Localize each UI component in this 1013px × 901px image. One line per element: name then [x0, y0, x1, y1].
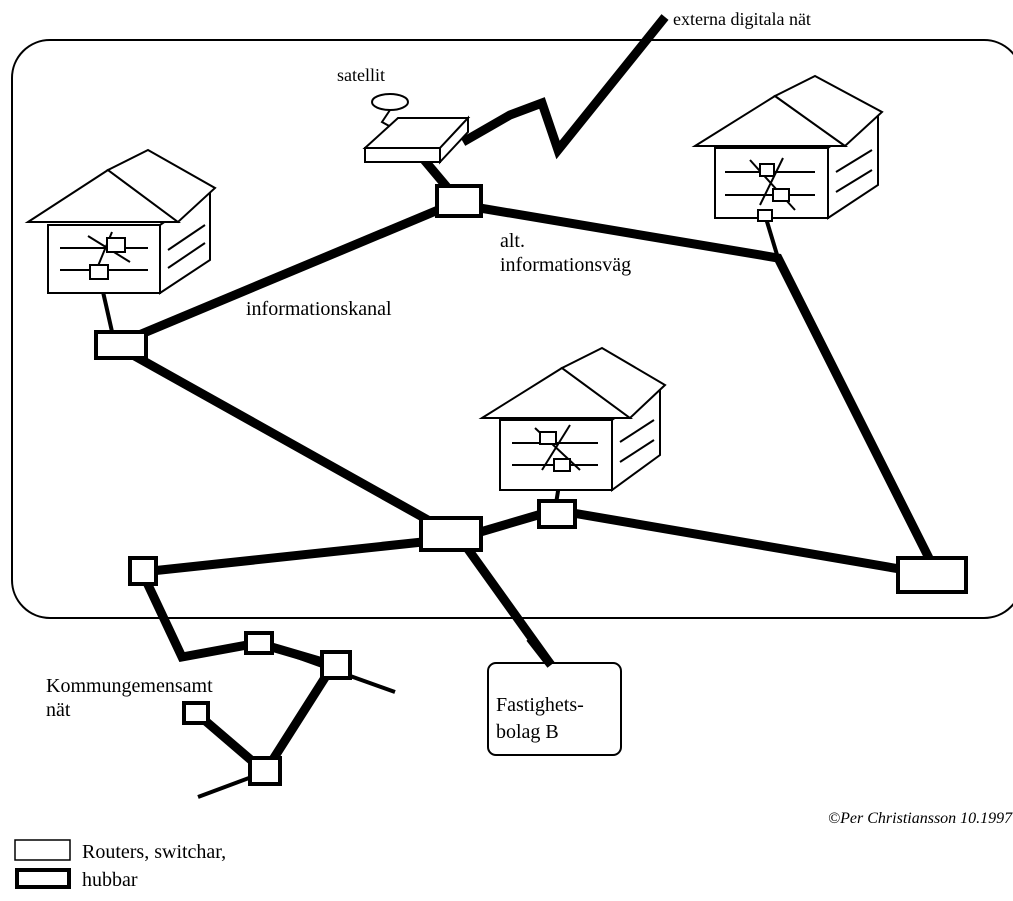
hub-top	[435, 184, 483, 218]
hub-municipal-3	[182, 701, 210, 725]
hub-right	[896, 556, 968, 594]
legend-thin-label: Routers, switchar,	[82, 841, 226, 863]
label-property-company-1: Fastighets-	[496, 694, 584, 716]
hub-left	[94, 330, 148, 360]
hubs	[94, 184, 968, 786]
legend-thick-label: hubbar	[82, 869, 138, 891]
hub-municipal-4	[248, 756, 282, 786]
building-left	[24, 148, 217, 295]
label-municipal-net-2: nät	[46, 699, 71, 721]
hub-small-center	[537, 499, 577, 529]
label-info-channel: informationskanal	[246, 298, 392, 320]
copyright: ©Per Christiansson 10.1997	[828, 810, 1013, 827]
legend-thin-box	[14, 839, 71, 861]
hub-lower-left	[128, 556, 158, 586]
label-external-networks: externa digitala nät	[673, 9, 811, 29]
label-alt-route-2: informationsväg	[500, 254, 631, 276]
legend: Routers, switchar, hubbar	[14, 839, 226, 891]
property-company-box	[487, 662, 622, 756]
label-satellite: satellit	[337, 65, 385, 85]
label-property-company-2: bolag B	[496, 721, 559, 743]
label-alt-route-1: alt.	[500, 230, 525, 252]
building-top-right	[691, 74, 884, 222]
hub-municipal-1	[244, 631, 274, 655]
building-center	[478, 346, 667, 492]
label-municipal-net-1: Kommungemensamt	[46, 675, 213, 697]
hub-center	[419, 516, 483, 552]
hub-municipal-2	[320, 650, 352, 680]
legend-thick-box	[15, 868, 71, 889]
satellite-dish	[362, 93, 471, 165]
